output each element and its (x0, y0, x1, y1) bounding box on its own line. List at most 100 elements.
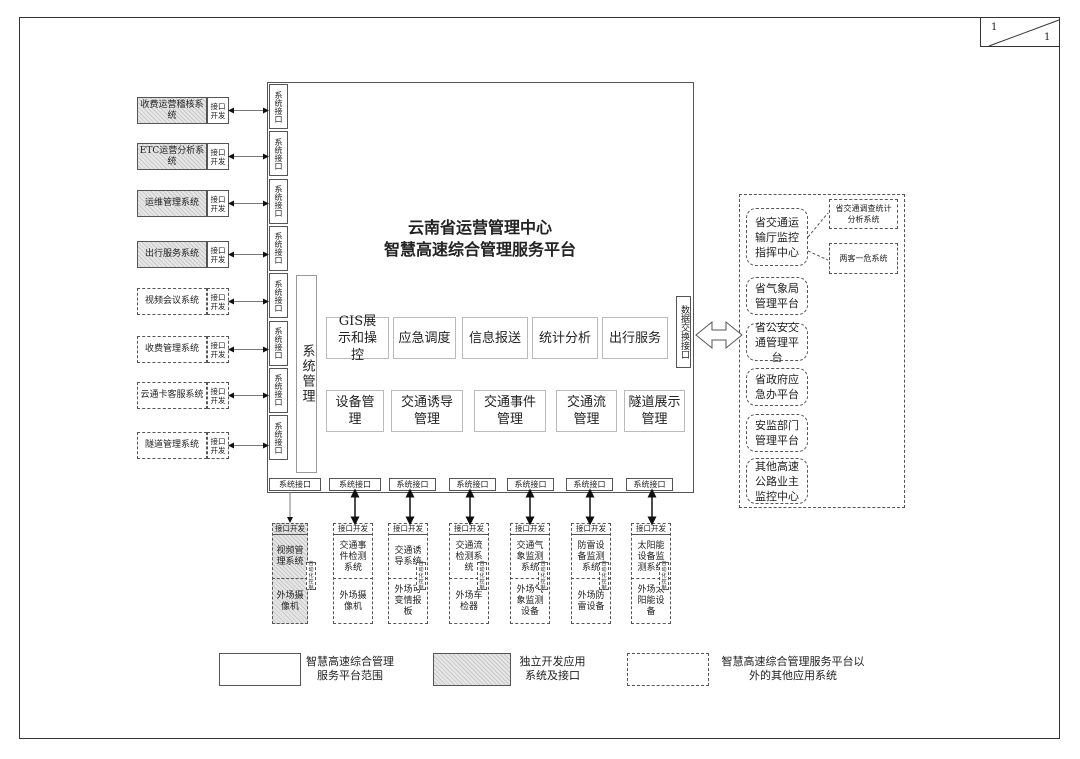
module-tunnel-label: 隧道展示管理 (628, 395, 681, 427)
external-platform-label: 其他高速公路业主监控中心 (755, 459, 799, 503)
bottom-system-interface-label: 系统接口 (573, 480, 606, 489)
sub-system-node: 两客一危系统 (829, 243, 898, 274)
field-device-label: 外场车检器 (455, 590, 483, 612)
system-interface-left: 系统接口 (269, 273, 288, 319)
field-device: 外场摄像机 (333, 578, 373, 624)
module-flow: 交通流管理 (556, 390, 617, 432)
field-interface-dev-tag: 接口开发 (631, 523, 671, 535)
page-number-top: 1 (991, 22, 998, 33)
module-tunnel: 隧道展示管理 (624, 390, 685, 432)
module-report: 信息报送 (462, 317, 528, 359)
sub-system-node: 省交通调查统计分析系统 (829, 199, 898, 229)
external-system-label: 视频会议系统 (144, 296, 199, 306)
field-interface-dev-tag: 接口开发 (388, 523, 428, 535)
external-system-label: 运维管理系统 (144, 198, 199, 208)
auto-control-label: 自动化控制 (479, 561, 485, 591)
field-system-label: 防雷设备监测系统 (577, 540, 605, 573)
auto-control-label: 自动化控制 (418, 561, 424, 591)
system-management-bar: 系统管理 (296, 275, 317, 473)
bottom-system-interface-label: 系统接口 (279, 480, 311, 489)
external-platforms-panel (739, 194, 905, 508)
system-interface-label: 系统接口 (274, 279, 283, 312)
field-interface-dev-label: 接口开发 (576, 524, 606, 533)
auto-control-tag: 自动化控制 (477, 561, 487, 591)
field-system-label: 交通事件检测系统 (339, 540, 367, 573)
field-device: 外场防雷设备 (571, 578, 611, 624)
system-interface-label: 系统接口 (274, 90, 283, 123)
field-system-name: 太阳能设备监测系统 (631, 537, 671, 577)
auto-control-tag: 自动化控制 (659, 561, 669, 591)
field-device-label: 外场防雷设备 (577, 590, 605, 612)
external-system: 云通卡客服系统 (137, 382, 207, 409)
bottom-system-interface-label: 系统接口 (514, 480, 547, 489)
system-interface-left: 系统接口 (269, 131, 288, 177)
system-interface-left: 系统接口 (269, 415, 288, 461)
field-system-name: 防雷设备监测系统 (571, 537, 611, 577)
module-flow-label: 交通流管理 (566, 395, 606, 427)
interface-dev-tag: 接口开发 (207, 382, 229, 409)
field-interface-dev-label: 接口开发 (275, 524, 305, 533)
bottom-system-interface-label: 系统接口 (339, 480, 371, 489)
platform-title-line2: 智慧高速综合管理服务平台 (383, 240, 576, 259)
auto-control-label: 自动化控制 (540, 561, 546, 591)
sub-system-label: 两客一危系统 (839, 254, 888, 263)
field-device: 外场可变情报板 (388, 578, 428, 624)
external-system-label: 出行服务系统 (144, 249, 199, 259)
field-device-label: 外场摄像机 (276, 590, 304, 612)
external-system-label: ETC运营分析系统 (139, 145, 205, 167)
auto-control-label: 自动化控制 (308, 561, 314, 591)
field-system-name: 交通气象监测系统 (510, 537, 550, 577)
interface-dev-tag-label: 接口开发 (210, 245, 226, 264)
field-interface-dev-tag: 接口开发 (571, 523, 611, 535)
drawing-frame (19, 17, 1060, 739)
legend-label-independent: 独立开发应用系统及接口 (519, 655, 586, 682)
field-interface-dev-tag: 接口开发 (272, 523, 308, 535)
sub-system-label: 省交通调查统计分析系统 (835, 204, 892, 224)
external-system: 视频会议系统 (137, 288, 207, 315)
system-interface-left: 系统接口 (269, 178, 288, 224)
interface-dev-tag-label: 接口开发 (210, 386, 226, 405)
bottom-system-interface-label: 系统接口 (456, 480, 489, 489)
field-device-label: 外场可变情报板 (394, 585, 422, 617)
module-statistics-label: 统计分析 (538, 330, 591, 346)
page-number-box: 1 1 (980, 17, 1060, 47)
field-system-name: 交通事件检测系统 (333, 537, 373, 577)
legend-swatch-platform (219, 653, 301, 686)
external-system: 运维管理系统 (137, 190, 207, 217)
interface-dev-tag-label: 接口开发 (210, 436, 226, 455)
system-interface-label: 系统接口 (274, 374, 283, 407)
interface-dev-tag-label: 接口开发 (210, 194, 226, 213)
external-system: ETC运营分析系统 (137, 143, 207, 170)
system-interface-label: 系统接口 (274, 185, 283, 218)
platform-title-line1: 云南省运营管理中心 (407, 218, 552, 237)
module-travel-label: 出行服务 (608, 330, 661, 346)
field-system-name: 交通流检测系统 (449, 537, 489, 577)
module-emergency-label: 应急调度 (398, 330, 451, 346)
field-system-label: 视频管理系统 (276, 546, 304, 567)
field-interface-dev-tag: 接口开发 (449, 523, 489, 535)
system-interface-label: 系统接口 (274, 327, 283, 359)
external-platform-label: 省公安交通管理平台 (755, 320, 799, 364)
external-platform-label: 安监部门管理平台 (755, 419, 799, 447)
system-interface-left: 系统接口 (269, 225, 288, 271)
module-report-label: 信息报送 (468, 330, 521, 346)
bottom-system-interface-label: 系统接口 (633, 480, 666, 489)
module-gis: GIS展示和操控 (326, 314, 389, 363)
field-device: 外场车检器 (449, 578, 489, 624)
bottom-system-interface: 系统接口 (269, 478, 321, 491)
auto-control-label: 自动化控制 (661, 561, 667, 591)
module-guidance: 交通诱导管理 (391, 390, 463, 432)
field-interface-dev-label: 接口开发 (454, 524, 484, 533)
field-interface-dev-label: 接口开发 (393, 524, 423, 533)
field-interface-dev-label: 接口开发 (338, 524, 368, 533)
system-interface-label: 系统接口 (274, 137, 283, 170)
interface-dev-tag-label: 接口开发 (210, 292, 226, 311)
system-management-label: 系统管理 (299, 344, 315, 404)
legend-label-external: 智慧高速综合管理服务平台以外的其他应用系统 (721, 655, 865, 682)
external-system: 出行服务系统 (137, 241, 207, 268)
external-platform-node: 安监部门管理平台 (746, 414, 808, 452)
module-device-label: 设备管理 (335, 395, 375, 427)
field-system-label: 交通诱导系统 (394, 546, 422, 567)
field-system-name: 交通诱导系统 (388, 537, 428, 577)
